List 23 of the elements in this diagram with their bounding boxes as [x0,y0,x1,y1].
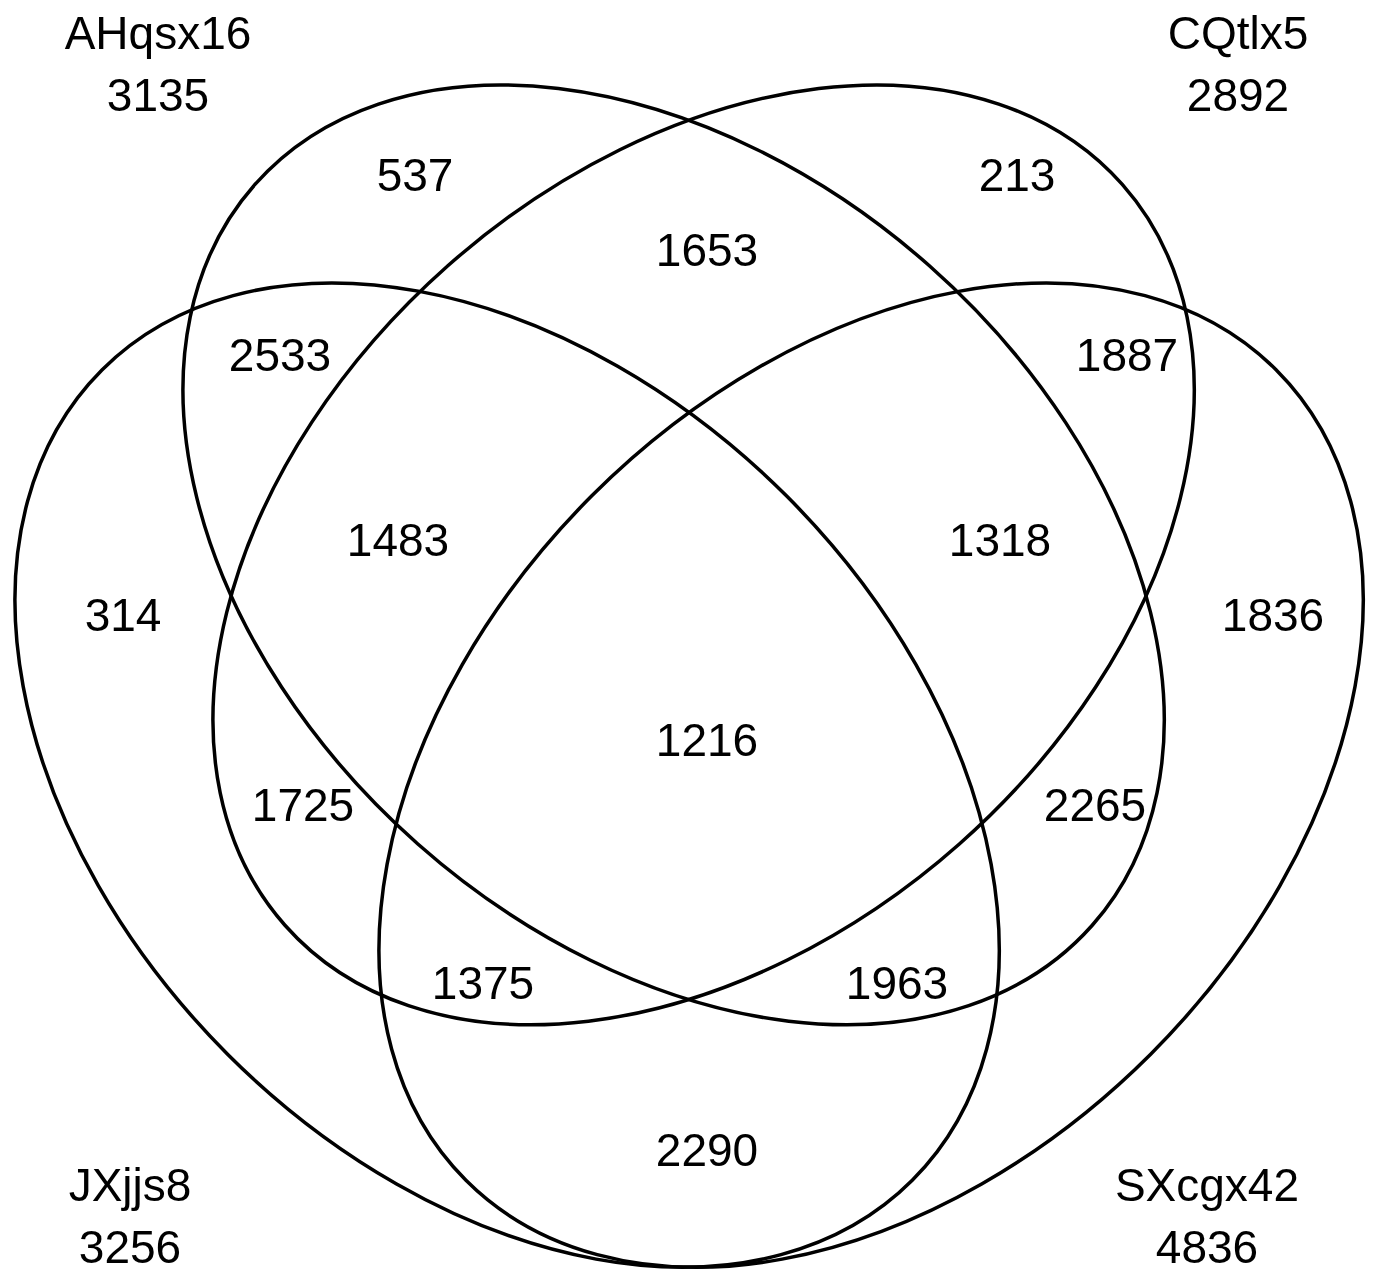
set-name: CQtlx5 [1167,6,1309,61]
region-count: 2533 [228,328,332,382]
region-count: 1375 [431,956,535,1010]
region-count: 1483 [346,513,450,567]
set-count: 2892 [1186,68,1290,123]
region-count: 537 [376,148,454,202]
region-count: 1653 [655,223,759,277]
region-count: 1836 [1221,588,1325,642]
region-count: 1725 [251,778,355,832]
region-count: 2290 [655,1123,759,1177]
region-count: 1963 [845,956,949,1010]
region-count: 2265 [1043,778,1147,832]
region-count: 1318 [948,513,1052,567]
set-count: 3256 [78,1220,182,1275]
set-name: SXcgx42 [1114,1158,1300,1213]
region-count: 1216 [655,713,759,767]
region-count: 314 [84,588,162,642]
set-count: 4836 [1155,1220,1259,1275]
set-name: JXjjs8 [68,1158,192,1213]
set-count: 3135 [106,68,210,123]
set-name: AHqsx16 [64,6,252,61]
region-count: 1887 [1075,328,1179,382]
region-count: 213 [978,148,1056,202]
